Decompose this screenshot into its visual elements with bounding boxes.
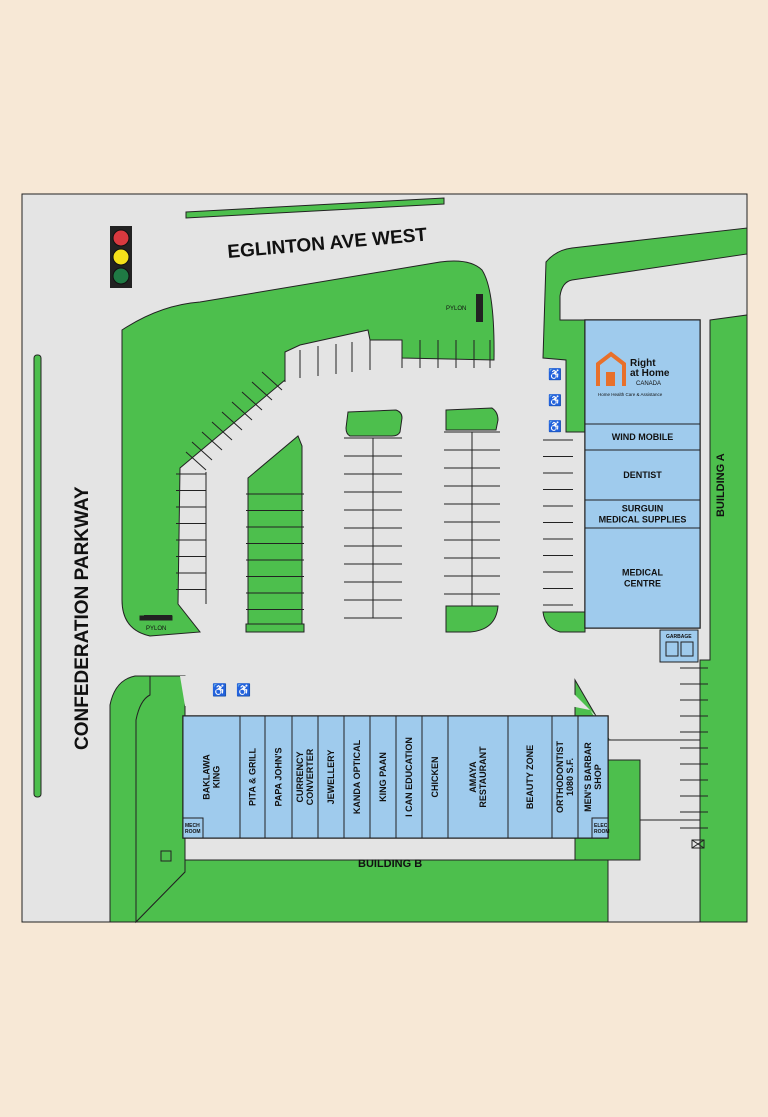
building-a-unit[interactable] [584, 423, 701, 451]
building-b-unit-name: CONVERTER [305, 748, 315, 805]
accessible-parking-icons: ♿ ♿ ♿ ♿ ♿ [212, 368, 562, 697]
building-b-unit-name: PITA & GRILL [248, 748, 258, 806]
building-b-unit[interactable] [551, 715, 579, 839]
building-b-unit-name: KING [212, 766, 222, 789]
building-b-unit-name: RESTAURANT [478, 746, 488, 808]
building-b-unit-name: AMAYA [468, 761, 478, 793]
svg-text:ROOM: ROOM [185, 829, 201, 835]
building-a: Right at Home CANADA Home Health Care & … [584, 319, 701, 663]
svg-text:Home Health Care & Assistance: Home Health Care & Assistance [598, 392, 663, 397]
pylon-west-marker [144, 615, 172, 620]
building-b-unit[interactable] [421, 715, 449, 839]
building-b-unit[interactable] [369, 715, 397, 839]
building-b-unit-name: CHICKEN [430, 756, 440, 797]
traffic-light-lamp [112, 229, 130, 247]
parking-stalls [185, 340, 491, 604]
building-b-unit-name: CURRENCY [295, 751, 305, 802]
building-a-unit-name: SURGUIN [622, 504, 664, 514]
building-b-unit[interactable] [239, 715, 266, 839]
traffic-light-lamp [112, 267, 130, 285]
building-a-unit-name: MEDICAL SUPPLIES [599, 515, 687, 525]
building-a-unit-name: CENTRE [624, 579, 661, 589]
wheelchair-icon: ♿ [548, 368, 562, 381]
mech-room [182, 817, 204, 839]
utility-box [691, 839, 705, 849]
road-label-confederation: CONFEDERATION PARKWAY [72, 486, 93, 750]
building-b-unit[interactable] [343, 715, 371, 839]
wheelchair-icon: ♿ [236, 683, 251, 697]
wheelchair-icon: ♿ [212, 683, 227, 697]
svg-text:ROOM: ROOM [594, 829, 610, 835]
pylon-north-label: PYLON [446, 306, 466, 312]
pylon-west-label: PYLON [146, 626, 166, 632]
building-b-unit[interactable] [264, 715, 293, 839]
garbage-label: GARBAGE [666, 634, 692, 640]
right-at-home-unit[interactable] [584, 319, 701, 425]
pylon-north-marker [476, 294, 483, 322]
building-b-unit-name: KING PAAN [378, 752, 388, 802]
wheelchair-icon: ♿ [548, 420, 562, 433]
building-b-unit-name: JEWELLERY [326, 750, 336, 805]
building-b-unit[interactable] [291, 715, 319, 839]
building-a-unit[interactable] [584, 527, 701, 629]
building-b-unit-name: I CAN EDUCATION [404, 737, 414, 817]
svg-text:MECH: MECH [185, 823, 200, 829]
svg-text:CANADA: CANADA [636, 381, 661, 387]
right-at-home-logo: Right at Home CANADA Home Health Care & … [596, 351, 670, 397]
building-b-unit-name: PAPA JOHN'S [274, 748, 284, 807]
elec-room [591, 817, 609, 839]
building-b-unit-name: 1080 S.F. [565, 758, 575, 796]
building-b-unit-name: BEAUTY ZONE [525, 745, 535, 809]
building-b-unit[interactable] [447, 715, 509, 839]
building-a-unit-name: DENTIST [623, 470, 662, 480]
building-b-unit-name: KANDA OPTICAL [352, 739, 362, 814]
building-b-unit-name: BAKLAWA [202, 754, 212, 800]
svg-text:at Home: at Home [630, 368, 670, 379]
building-a-label: BUILDING A [715, 453, 727, 517]
svg-text:Right: Right [630, 358, 656, 369]
svg-text:ELEC: ELEC [594, 823, 608, 829]
building-b-unit-name: ORTHODONTIST [555, 741, 565, 813]
wheelchair-icon: ♿ [548, 394, 562, 407]
building-b-unit-name: MEN'S BARBAR [583, 742, 593, 812]
building-b-unit-name: SHOP [593, 764, 603, 790]
traffic-light [110, 226, 132, 288]
building-a-unit[interactable] [584, 499, 701, 529]
building-a-unit-name: WIND MOBILE [612, 432, 674, 442]
parking-stall-rows [176, 431, 708, 829]
building-a-unit-name: MEDICAL [622, 568, 663, 578]
traffic-light-lamp [112, 248, 130, 266]
building-b-label: BUILDING B [358, 858, 422, 870]
transformer-box [160, 850, 172, 862]
